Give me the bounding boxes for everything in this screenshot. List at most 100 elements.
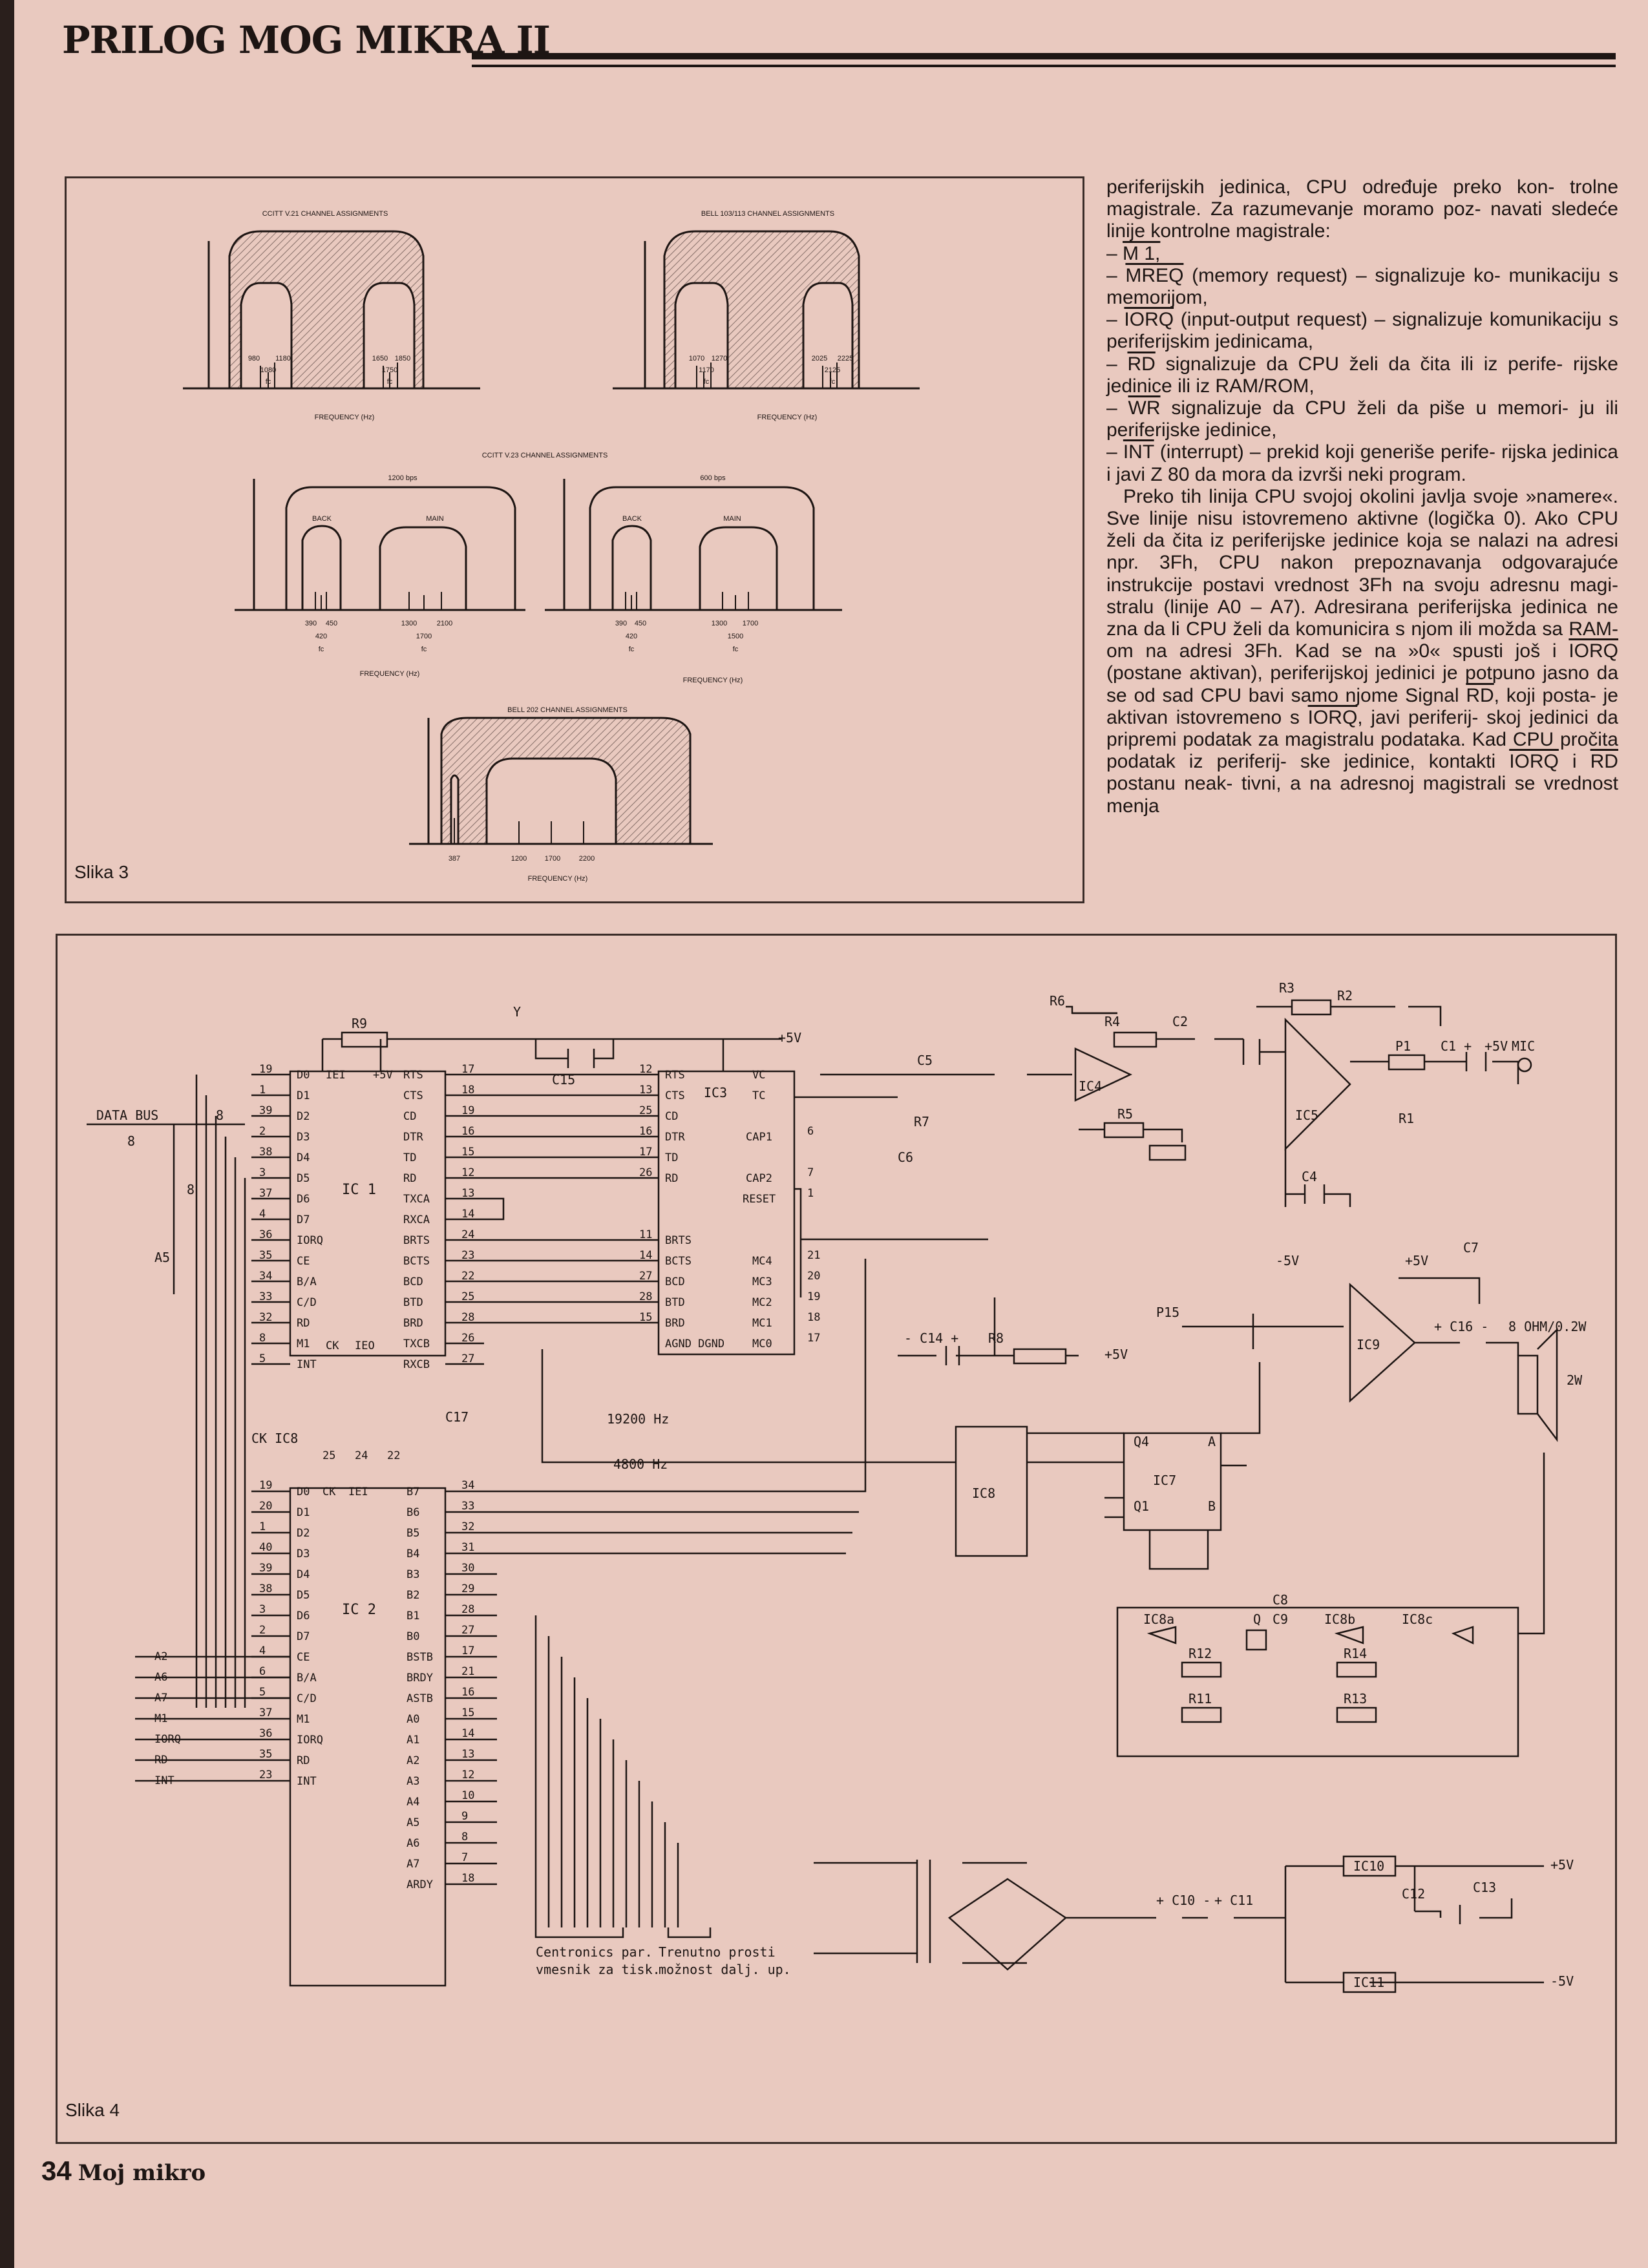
signal-label: INT [154,1774,174,1787]
label-r1: R1 [1399,1111,1414,1126]
label-p15: P15 [1156,1305,1179,1320]
pin-number: 9 [461,1810,468,1823]
label-trenutno: Trenutno prosti [659,1944,776,1960]
pin-label: RD [403,1172,416,1185]
signal-label: IORQ [154,1733,181,1746]
pin-label: CAP2 [746,1172,772,1185]
pin-label: BCTS [665,1255,692,1268]
pin-number: 2 [259,1624,266,1637]
tick: 420 [315,633,327,640]
tick: 2200 [579,855,595,863]
pin-label: B6 [407,1506,419,1519]
pin-label: AGND DGND [665,1338,724,1350]
pin-number: 16 [461,1686,474,1699]
pin-label: D0 [297,1069,310,1082]
pin-number: 28 [639,1290,652,1303]
label-c14: - C14 + [904,1330,958,1346]
pin-number: 12 [461,1769,474,1781]
pin-label: BRD [403,1317,423,1330]
pin-number: 17 [461,1644,474,1657]
pin-number: 35 [259,1748,272,1761]
label-r5: R5 [1117,1106,1133,1122]
pin-label: A1 [407,1734,419,1747]
label-c7: C7 [1463,1240,1479,1255]
list-item: – RD signalizuje da CPU želi da čita ili… [1106,353,1618,397]
tick: 1300 [401,620,417,627]
label-r8: R8 [988,1330,1004,1346]
label-p1: P1 [1395,1038,1411,1054]
pin-label: RTS [665,1069,685,1082]
label-r11: R11 [1188,1691,1212,1706]
tick: 390 [305,620,317,627]
pin-label: RTS [403,1069,423,1082]
pin-number: 15 [461,1706,474,1719]
pin-number: 27 [461,1624,474,1637]
label-m5v-out: -5V [1550,1973,1574,1989]
pin-number: 36 [259,1727,272,1740]
pin-label: ARDY [407,1878,433,1891]
pin-number: 12 [639,1063,652,1076]
pin-label: A2 [407,1754,419,1767]
tick: 2025 [812,355,827,362]
pin-number: 25 [322,1449,335,1462]
pin-number: 35 [259,1249,272,1262]
pin-number: 25 [639,1104,652,1117]
pin-number: 30 [461,1562,474,1575]
pin-number: 1 [259,1084,266,1097]
tick: 1850 [395,355,410,362]
pin-number: 3 [259,1603,266,1616]
list-item: – MREQ (memory request) – signalizuje ko… [1106,264,1618,309]
channel-charts: CCITT V.21 CHANNEL ASSIGNMENTS 980 1180 … [183,210,920,883]
back-label: BACK [312,515,332,523]
label-ic8b: IC8b [1324,1612,1355,1627]
pin-number: 34 [461,1479,474,1492]
label-c1: C1 + [1441,1038,1472,1054]
pin-label: BCD [403,1276,423,1288]
x-axis-label: FREQUENCY (Hz) [315,414,375,421]
pin-label: B5 [407,1527,419,1540]
page-edge [0,0,14,2268]
signal-label: M1 [154,1712,167,1725]
pin-label: CK [322,1486,336,1498]
tick: 1650 [372,355,388,362]
tick: 450 [326,620,337,627]
x-axis-label: FREQUENCY (Hz) [683,677,743,684]
label-5v: +5V [778,1030,801,1045]
label-8: 8 [127,1133,135,1149]
pin-number: 13 [461,1748,474,1761]
pin-label: MC0 [752,1338,772,1350]
pin-number: 19 [259,1063,272,1076]
figure-caption: Slika 3 [74,862,129,882]
pin-number: 8 [259,1332,266,1345]
main-label: MAIN [723,515,741,523]
pin-number: 27 [461,1352,474,1365]
tick: 1270 [712,355,727,362]
pin-label: CTS [665,1089,685,1102]
label-ic8c: IC8c [1402,1612,1433,1627]
pin-number: 6 [807,1125,814,1138]
pin-number: 21 [461,1665,474,1678]
tick: 420 [626,633,637,640]
pin-number: 24 [461,1228,474,1241]
ic1-label: IC 1 [342,1182,376,1198]
tick: fc [830,378,836,386]
label-c12: C12 [1402,1886,1425,1902]
pin-label: INT [297,1358,317,1371]
label-2w: 2W [1567,1372,1583,1388]
list-item: – INT (interrupt) – prekid koji generiše… [1106,441,1618,485]
label-8: 8 [187,1182,195,1197]
pin-number: 22 [387,1449,400,1462]
signal-label: A6 [154,1671,167,1684]
pin-label: B3 [407,1568,419,1581]
pin-label: CTS [403,1089,423,1102]
pin-label: M1 [297,1338,310,1350]
list-item: – IORQ (input-output request) – signaliz… [1106,309,1618,353]
label-trenutno: možnost dalj. up. [659,1962,791,1977]
pin-label: IORQ [297,1234,323,1247]
page-title: PRILOG MOG MIKRA II [62,18,551,62]
pin-number: 36 [259,1228,272,1241]
label-a: A [1208,1434,1216,1449]
pin-label: A6 [407,1837,419,1850]
pin-label: BRD [665,1317,685,1330]
label-r4: R4 [1104,1014,1120,1029]
